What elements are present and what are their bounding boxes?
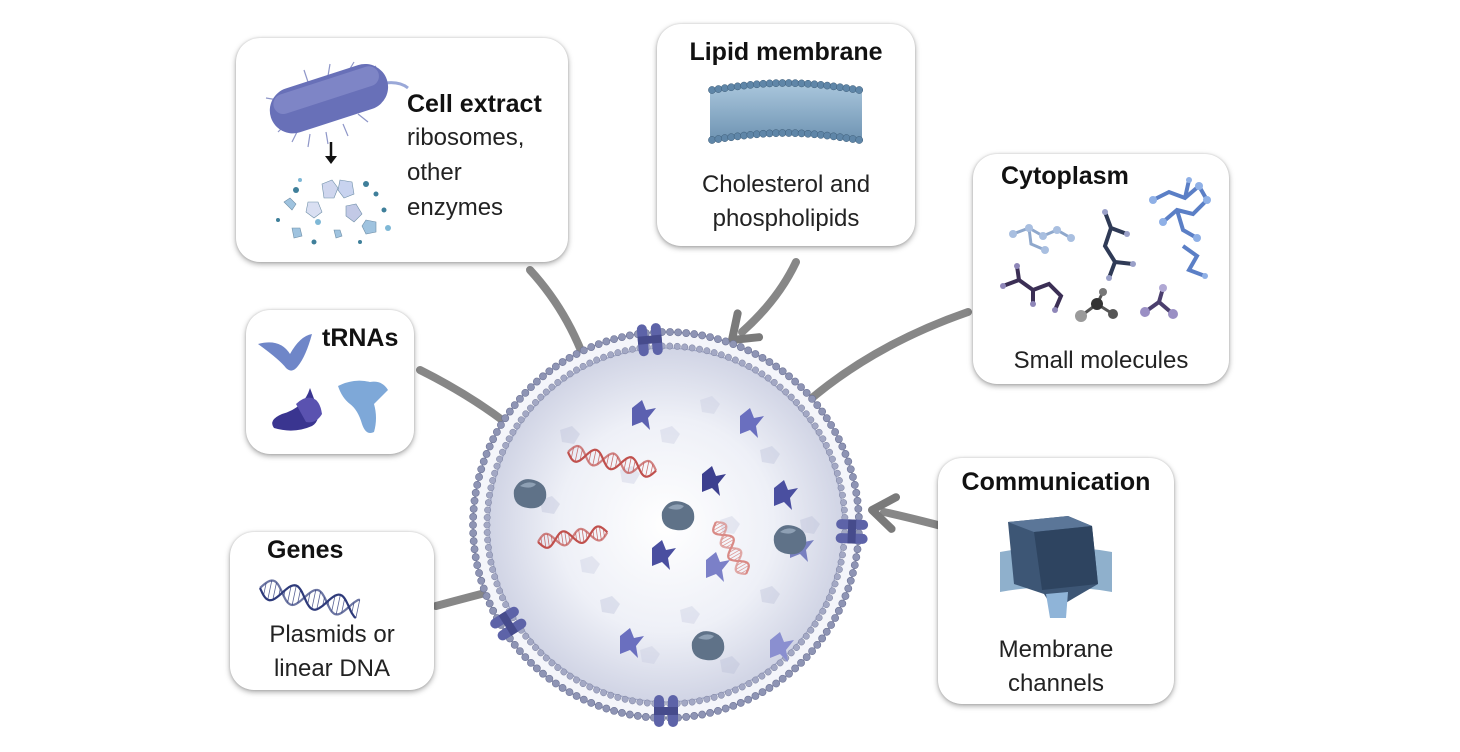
cytoplasm-proteins-faint	[540, 396, 820, 674]
communication-line-2: channels	[1007, 670, 1105, 697]
card-genes: Genes Plasmids or linear DNA	[230, 532, 434, 690]
cytoplasm-dna	[537, 444, 750, 576]
cytoplasm-caption: Small molecules	[1013, 347, 1189, 374]
cytoplasm-title: Cytoplasm	[1001, 162, 1129, 190]
communication-line-1: Membrane	[998, 636, 1114, 663]
cell-extract-line-2: other	[407, 159, 462, 186]
membrane-proteins	[490, 323, 869, 727]
dna-helix-icon	[258, 579, 361, 619]
card-lipid-membrane: Lipid membrane Cholesterol and phospholi…	[657, 24, 915, 246]
lipid-membrane-line-2: phospholipids	[712, 205, 860, 232]
cell-extract-line-3: enzymes	[407, 194, 504, 221]
card-cell-extract: Cell extract ribosomes, other enzymes	[236, 38, 568, 262]
bacterium-icon	[265, 61, 409, 245]
membrane-channel-icon	[1000, 516, 1112, 618]
membrane-lipid-heads	[469, 328, 863, 722]
card-communication: Communication Membrane channels	[938, 458, 1174, 704]
cytoplasm-ribosomes	[513, 479, 807, 661]
genes-title: Genes	[267, 536, 344, 564]
cell-extract-title: Cell extract	[407, 90, 542, 118]
communication-title: Communication	[961, 468, 1151, 496]
cell-extract-line-1: ribosomes,	[407, 124, 525, 151]
small-molecules-icon	[1000, 177, 1211, 322]
card-trnas: tRNAs	[246, 310, 414, 454]
lipid-membrane-title: Lipid membrane	[689, 38, 883, 66]
arrow-lipid-membrane	[728, 258, 800, 344]
trna-icon	[258, 334, 388, 433]
trnas-title: tRNAs	[322, 324, 399, 352]
card-cytoplasm: Cytoplasm Small molecules	[973, 154, 1229, 384]
cytoplasm-trnas	[620, 400, 814, 662]
lipid-membrane-line-1: Cholesterol and	[701, 171, 871, 198]
genes-line-1: Plasmids or	[269, 621, 395, 648]
synthetic-cell	[469, 323, 869, 727]
genes-line-2: linear DNA	[273, 655, 391, 682]
lipid-bilayer-icon	[708, 79, 864, 144]
